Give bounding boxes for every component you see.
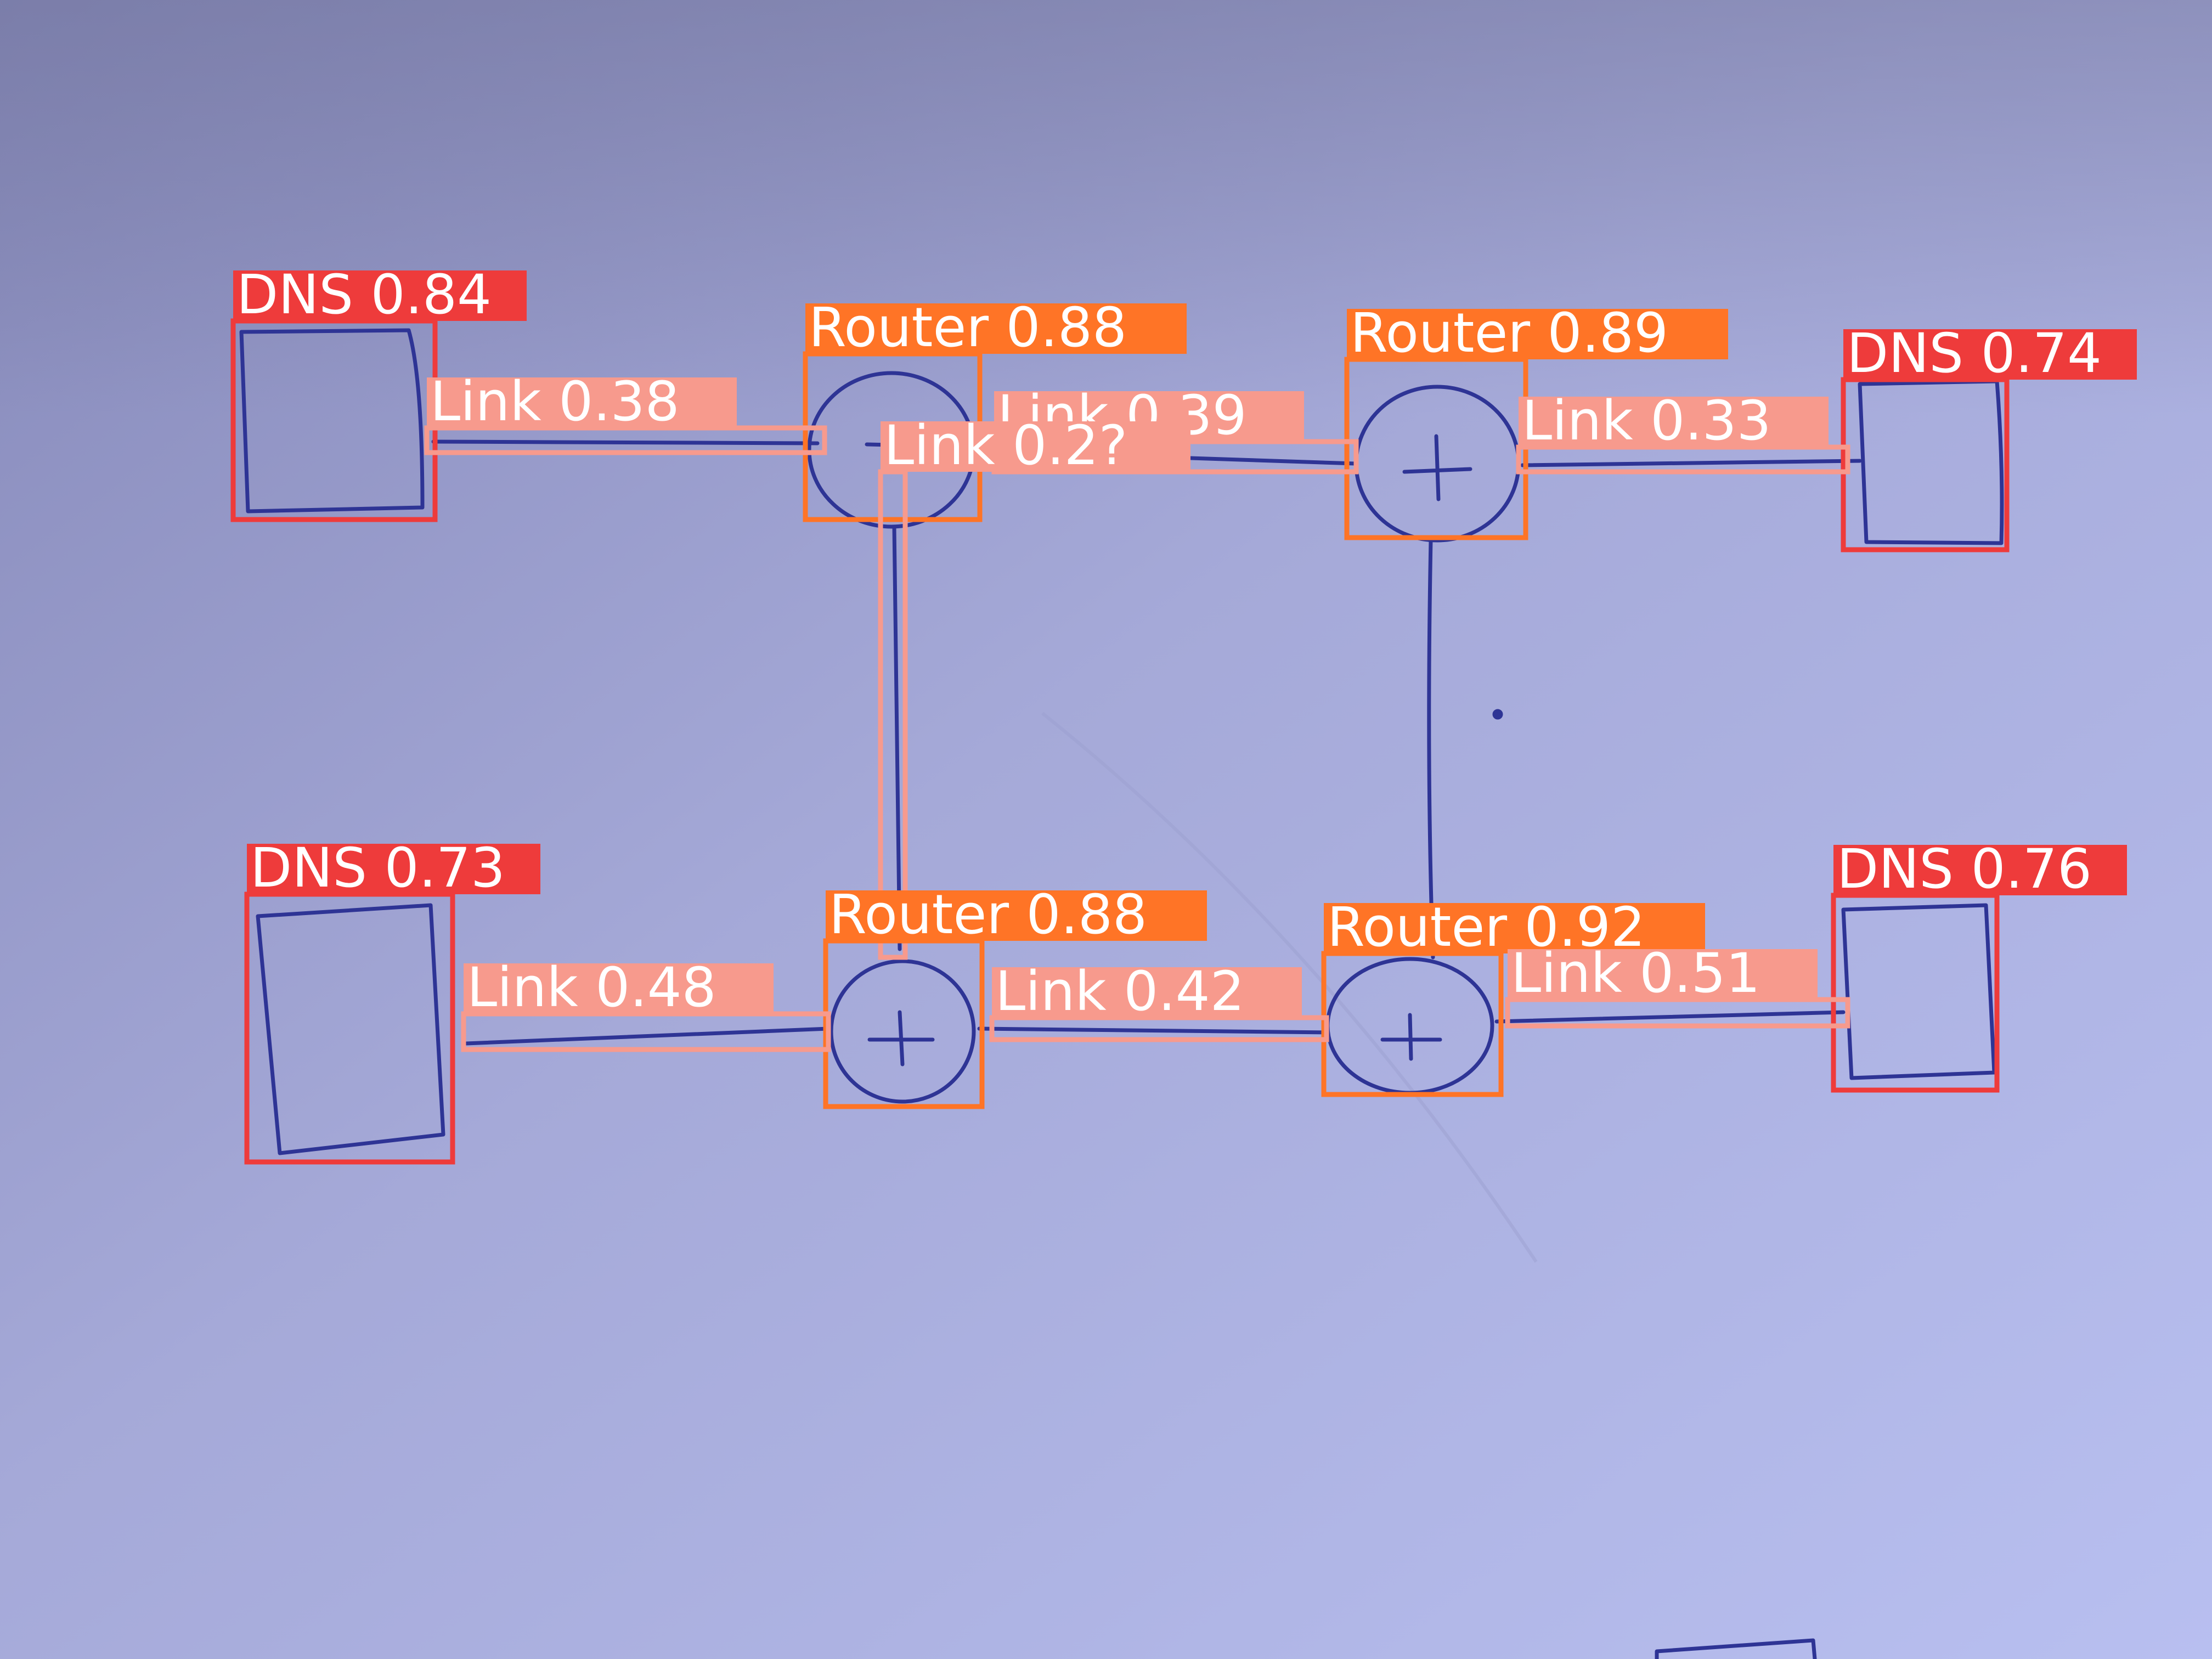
detection-label: Router 0.88 [829,883,1147,946]
drawn-link [977,1026,1330,1035]
detection-label: DNS 0.76 [1837,838,2092,901]
paper-fold-line [1041,712,1538,1263]
label-background [247,844,540,894]
label-background [464,963,774,1014]
drawn-link [1520,459,1862,467]
detection-dns: DNS 0.74 [1841,322,2137,552]
label-background [826,890,1207,941]
detection-link: Link 0.48 [461,956,831,1052]
drawn-link [431,439,820,445]
detection-label: DNS 0.84 [236,263,492,326]
detection-label: DNS 0.73 [250,837,505,900]
drawn-link [892,524,902,951]
drawn-link [1427,538,1435,960]
label-background [1347,309,1728,359]
drawn-router-plus [867,1010,935,1066]
drawn-router-plus [1380,1013,1442,1061]
detection-router: Router 0.88 [803,296,1187,522]
drawn-router-plus [1402,434,1472,501]
detection-link: Link 0.38 [424,370,827,455]
label-background [1324,903,1705,953]
ink-dot [1492,709,1503,720]
detection-dns: DNS 0.76 [1831,838,2127,1093]
drawn-partial-shape [1655,1638,1817,1659]
detection-dns: DNS 0.84 [230,263,527,522]
detection-router: Router 0.89 [1344,302,1728,540]
detection-label: Link 0.48 [467,956,716,1019]
label-background [233,270,527,321]
label-background [1519,397,1829,447]
detection-link: Link 0.2? [878,414,1190,960]
detection-label: Link 0.42 [995,960,1245,1023]
label-background [1843,329,2137,380]
drawn-link [1494,1010,1846,1024]
drawn-dns-box [256,903,445,1155]
detection-label: Link 0.51 [1511,942,1760,1005]
detection-label: Link 0.38 [430,370,680,433]
label-background [992,967,1302,1018]
detection-label: Router 0.92 [1327,896,1645,959]
detection-link: Link 0.42 [989,960,1329,1042]
label-background [1508,949,1818,1000]
detection-link: Link 0.51 [1505,942,1850,1029]
label-background [427,377,737,428]
label-background [805,303,1187,354]
drawn-dns-box [1858,379,2004,545]
label-background [1833,845,2127,895]
detection-router: Router 0.88 [823,883,1207,1109]
detection-dns: DNS 0.73 [244,837,540,1165]
detection-label: Link 0.33 [1522,390,1771,453]
drawn-dns-box [239,328,425,514]
detection-label: Router 0.89 [1350,302,1668,365]
detection-link: Link 0.33 [1516,390,1850,475]
detection-label: Router 0.88 [809,296,1127,359]
detection-label: DNS 0.74 [1847,322,2102,385]
drawn-router-circle [829,959,976,1104]
detection-label: Link 0.2? [884,414,1127,477]
detection-router: Router 0.92 [1321,896,1705,1097]
label-background [881,421,1190,472]
drawn-link [464,1026,831,1046]
